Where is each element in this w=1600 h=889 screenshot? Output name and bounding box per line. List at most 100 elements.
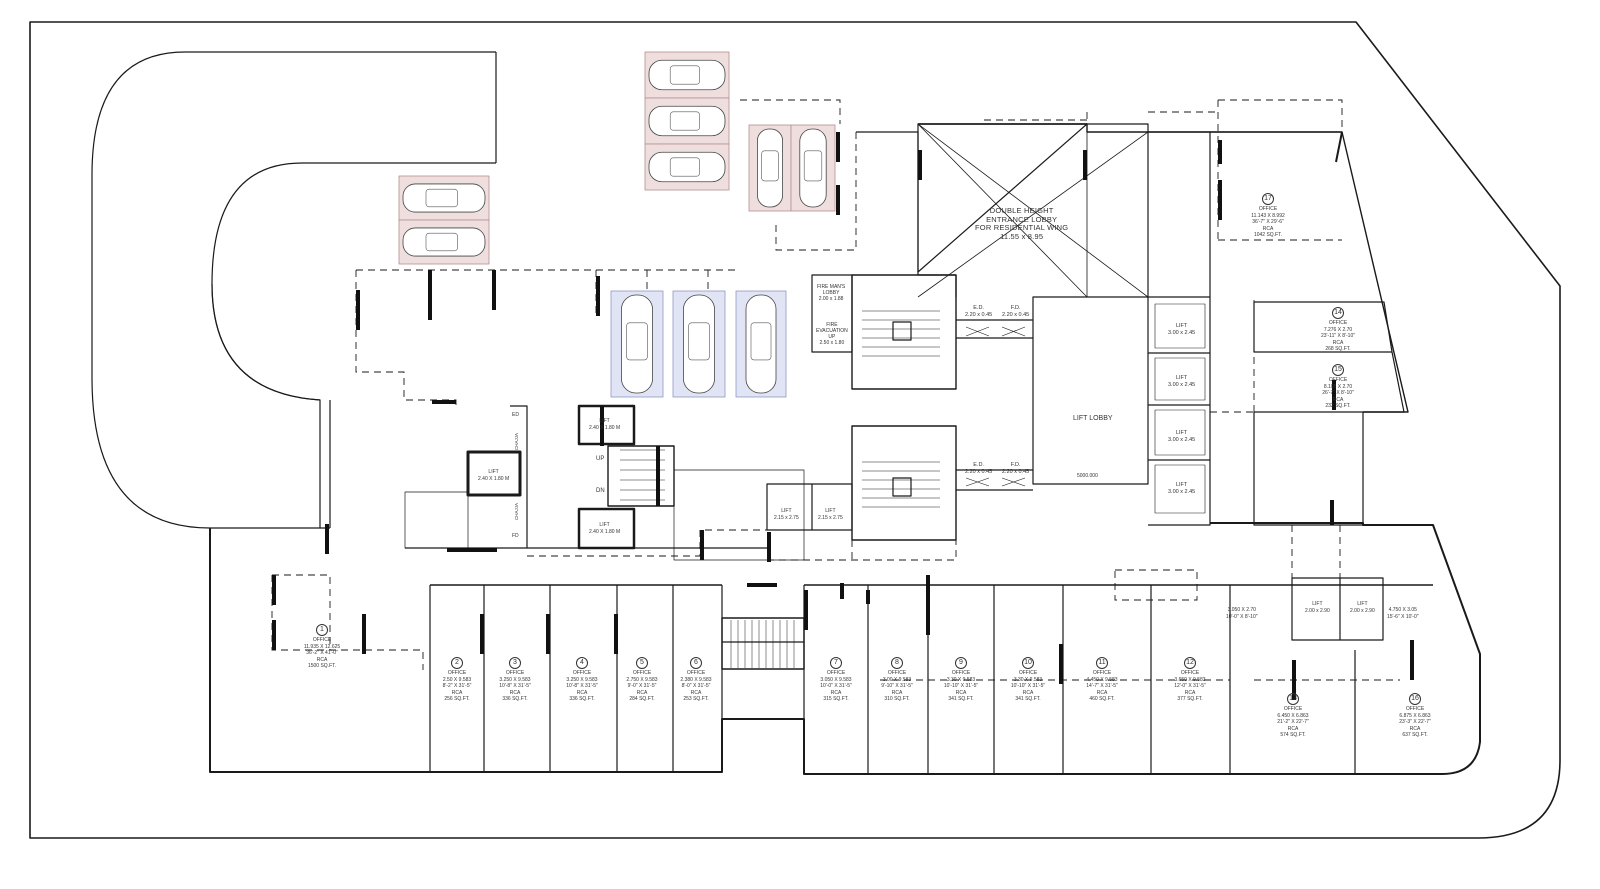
office-text: 14'-7" X 31'-5" <box>1086 683 1118 689</box>
car-icon <box>757 128 784 208</box>
car-windshield <box>761 150 779 182</box>
lift-lobby-label: LIFT LOBBY <box>1073 415 1113 422</box>
office-text: RCA <box>576 689 588 696</box>
office-text: OFFICE <box>1328 377 1348 383</box>
office-text: 3.00 X 9.583 <box>882 676 912 683</box>
office-text: 2.380 X 9.583 <box>680 676 712 683</box>
office-text: 2.750 X 9.583 <box>626 676 658 683</box>
office-text: OFFICE <box>447 670 467 676</box>
office-number: 1 <box>316 624 328 636</box>
car-windshield <box>626 322 648 361</box>
duct-label: E.D.2.20 x 0.45 <box>965 462 993 475</box>
office-text: 10'-10" X 31'-5" <box>1010 683 1046 689</box>
office-text: 6.450 X 6.863 <box>1277 712 1309 719</box>
office-text: 10'-10" X 31'-5" <box>943 683 979 689</box>
office-text: 1042 SQ.FT. <box>1253 232 1283 238</box>
office-text: OFFICE <box>887 670 907 676</box>
office-text: OFFICE <box>686 670 706 676</box>
office-text: 3.30 X 9.583 <box>1013 676 1043 683</box>
office-text: OFFICE <box>1180 670 1200 676</box>
car-icon <box>683 294 716 394</box>
office-text: OFFICE <box>1258 206 1278 212</box>
office-text: 315 SQ.FT. <box>823 696 849 702</box>
duct-label: F.D.2.20 x 0.45 <box>1002 305 1030 318</box>
car-icon <box>799 128 827 208</box>
office-text: RCA <box>451 689 463 696</box>
office-text: RCA <box>955 689 967 696</box>
fd-tag: FD <box>512 533 519 539</box>
office-text: 336 SQ.FT. <box>569 696 595 702</box>
office-number: 3 <box>509 657 521 669</box>
office-text: 36'-7" X 29'-6" <box>1252 219 1284 225</box>
office-number: 4 <box>576 657 588 669</box>
office-text: 3.650 X 9.583 <box>1174 676 1206 683</box>
car-icon <box>402 183 486 213</box>
office-text: RCA <box>1332 396 1344 403</box>
office-text: 9'-0" X 31'-5" <box>627 683 657 689</box>
office-text: RCA <box>1332 339 1344 346</box>
office-text: 1500 SQ.FT. <box>307 663 337 669</box>
office-text: RCA <box>891 689 903 696</box>
office-text: 36'-2" X 41'-0" <box>306 650 338 656</box>
car-icon <box>648 105 726 137</box>
duct-label: F.D.2.20 x 0.45 <box>1002 462 1030 475</box>
office-text: RCA <box>690 689 702 696</box>
office-number: 11 <box>1096 657 1108 669</box>
car-windshield <box>688 322 710 361</box>
office-text: OFFICE <box>312 637 332 643</box>
office-text: OFFICE <box>505 670 525 676</box>
car-windshield <box>425 232 458 252</box>
office-text: 4.450 X 9.583 <box>1086 676 1118 683</box>
car-icon <box>648 151 726 183</box>
car-icon <box>621 294 654 394</box>
lobby-dimension: 5000.000 <box>1077 473 1098 479</box>
car-windshield <box>750 322 772 361</box>
site-boundary <box>29 21 1561 839</box>
car-icon <box>402 227 486 257</box>
office-text: 8'-0" X 31'-5" <box>681 683 711 689</box>
office-number: 14 <box>1332 307 1344 319</box>
office-text: 2.50 X 9.583 <box>442 676 472 683</box>
office-text: 6.875 X 6.863 <box>1399 712 1431 719</box>
office-text: 256 SQ.FT. <box>444 696 470 702</box>
ed-tag: ED <box>512 412 519 418</box>
office-text: 23'-11" X 8'-10" <box>1321 333 1355 339</box>
office-text: 23'-3" X 22'-7" <box>1399 719 1431 725</box>
parking-bays-blue <box>610 290 787 398</box>
office-text: RCA <box>1287 725 1299 732</box>
office-text: 232 SQ.FT. <box>1325 403 1351 409</box>
car-windshield <box>669 65 700 85</box>
office-text: RCA <box>1409 725 1421 732</box>
stair-up-label: UP <box>596 456 605 462</box>
office-text: 268 SQ.FT. <box>1325 346 1351 352</box>
driveway-outer <box>91 51 496 529</box>
office-text: 3.050 X 9.583 <box>820 676 852 683</box>
chajja-label: CHAJJA <box>514 502 520 521</box>
office-text: 310 SQ.FT. <box>884 696 910 702</box>
car-icon <box>648 59 726 91</box>
office-text: RCA <box>830 689 842 696</box>
office-number: 7 <box>830 657 842 669</box>
office-text: OFFICE <box>1092 670 1112 676</box>
office-text: RCA <box>1096 689 1108 696</box>
